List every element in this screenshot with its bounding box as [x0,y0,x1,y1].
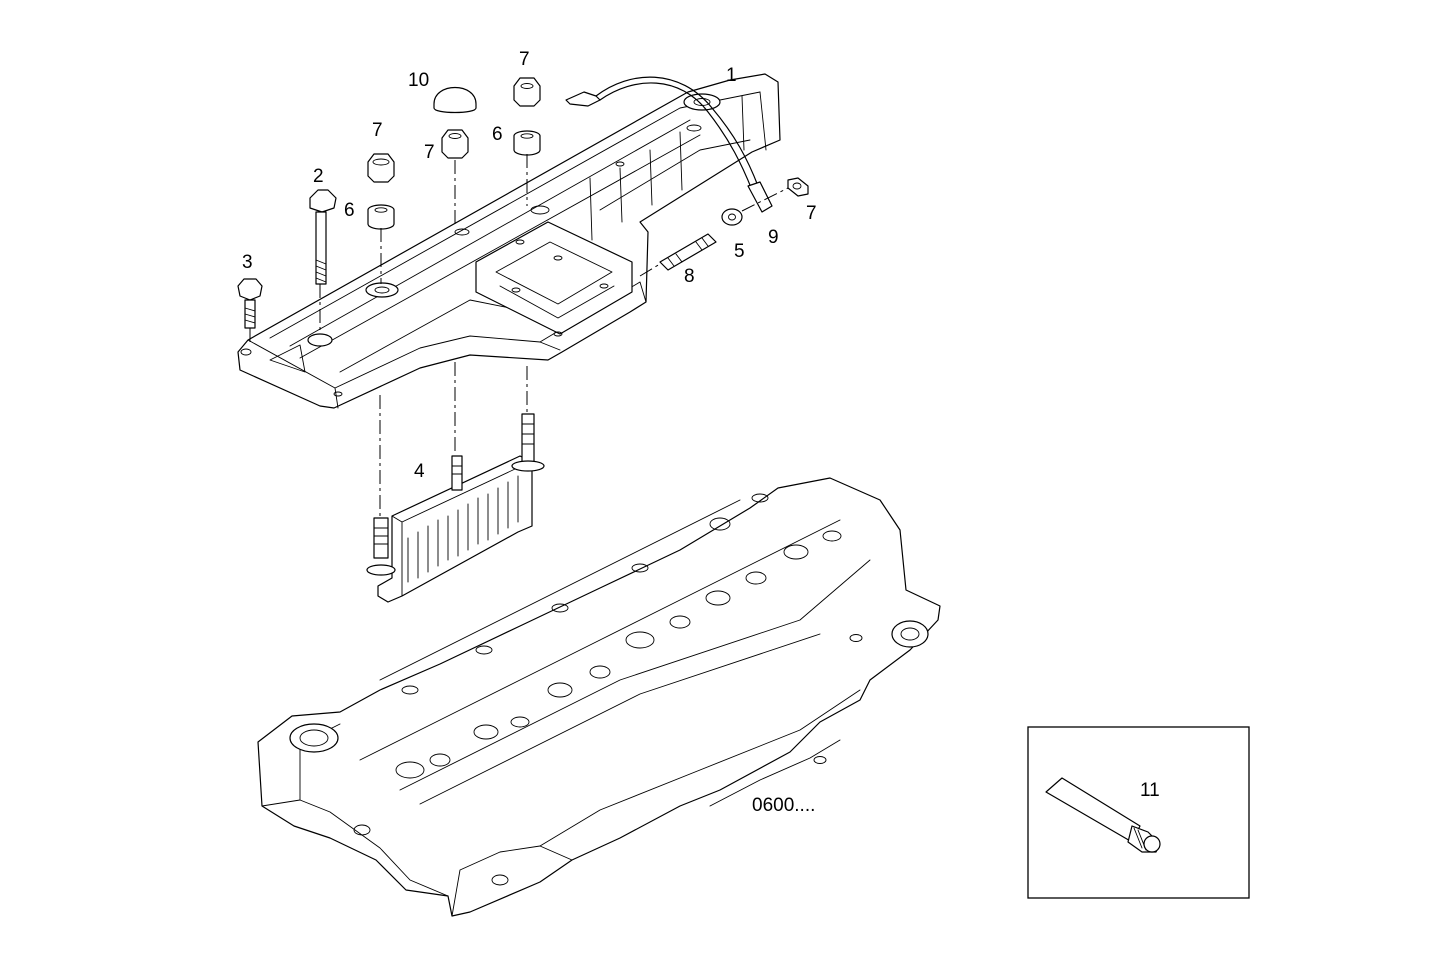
callout-7-center: 7 [424,142,435,163]
wiring-harness [565,76,773,213]
callout-2: 2 [313,166,324,187]
heater-element [366,413,545,603]
callout-8: 8 [684,266,695,287]
callout-9: 9 [768,227,779,248]
nut-7c [513,77,541,107]
nut-7a [367,153,395,183]
reference-0600: 0600.... [752,795,815,816]
short-bolt [237,278,263,329]
cylinder-head [257,477,941,917]
assembly-center-lines [249,154,789,516]
washer-5 [721,208,743,226]
stud-8 [659,233,717,271]
inset-callout-11: 11 [1140,780,1160,801]
callout-5: 5 [734,241,745,262]
sealant-inset-box: 11 [1027,726,1250,899]
callout-labels: 1 2 3 4 5 6 6 7 7 7 7 8 9 10 0600.... [242,49,817,816]
spacer-6b [513,130,541,156]
callout-6-right: 6 [492,124,503,145]
callout-7-right: 7 [806,203,817,224]
intake-manifold-cover [237,73,781,409]
callout-4: 4 [414,461,425,482]
nut-7b [441,129,469,159]
callout-3: 3 [242,252,253,273]
nut-7d [787,177,809,197]
cap-10 [433,86,477,114]
callout-7-top: 7 [519,49,530,70]
callout-1: 1 [726,65,737,86]
callout-6-left: 6 [344,200,355,221]
long-bolt [309,189,337,285]
spacer-6a [367,204,395,230]
callout-7-left: 7 [372,120,383,141]
callout-10: 10 [408,70,429,91]
